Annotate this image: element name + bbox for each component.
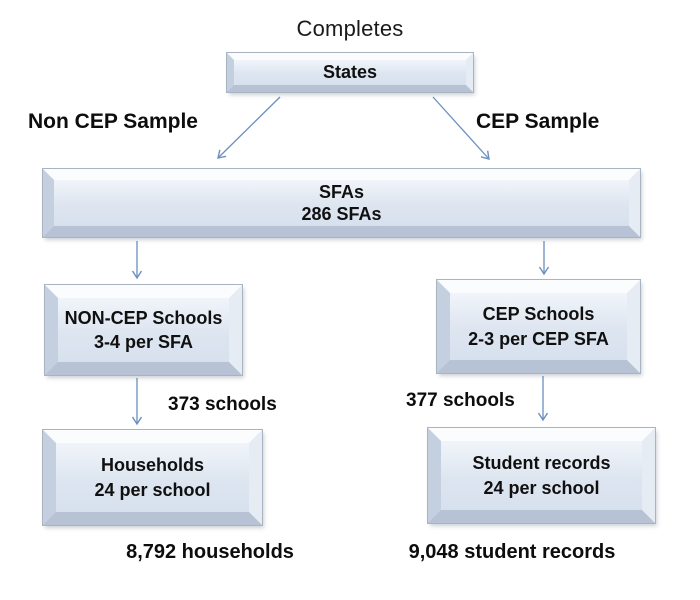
node-states: States <box>227 53 473 92</box>
diagram-title: Completes <box>296 16 404 41</box>
node-non-cep-schools-title: NON-CEP Schools <box>64 307 223 328</box>
flow-label-377-schools: 377 schools <box>406 390 515 411</box>
node-sfas-subtitle: 286 SFAs <box>301 204 382 224</box>
node-households-title: Households <box>100 455 204 476</box>
branch-label-cep-sample: CEP Sample <box>476 110 600 133</box>
node-student-records-subtitle: 24 per school <box>483 477 600 498</box>
flow-label-373-schools: 373 schools <box>168 394 277 415</box>
node-cep-schools-subtitle: 2-3 per CEP SFA <box>468 328 609 349</box>
node-cep-schools-title: CEP Schools <box>482 304 595 325</box>
node-non-cep-schools-subtitle: 3-4 per SFA <box>93 332 194 352</box>
node-non-cep-schools: NON-CEP Schools 3-4 per SFA <box>45 285 242 375</box>
node-households-subtitle: 24 per school <box>94 479 211 500</box>
total-households: 8,792 households <box>126 541 294 563</box>
node-sfas: SFAs 286 SFAs <box>43 169 640 237</box>
node-student-records: Student records 24 per school <box>428 428 655 523</box>
arrow-states-to-sfas-left <box>217 96 281 159</box>
node-states-title: States <box>322 61 378 82</box>
node-student-records-title: Student records <box>472 453 611 474</box>
node-cep-schools: CEP Schools 2-3 per CEP SFA <box>437 280 640 373</box>
node-households: Households 24 per school <box>43 430 262 525</box>
total-student-records: 9,048 student records <box>408 541 616 563</box>
node-sfas-title: SFAs <box>318 181 365 202</box>
branch-label-non-cep-sample: Non CEP Sample <box>28 110 198 133</box>
